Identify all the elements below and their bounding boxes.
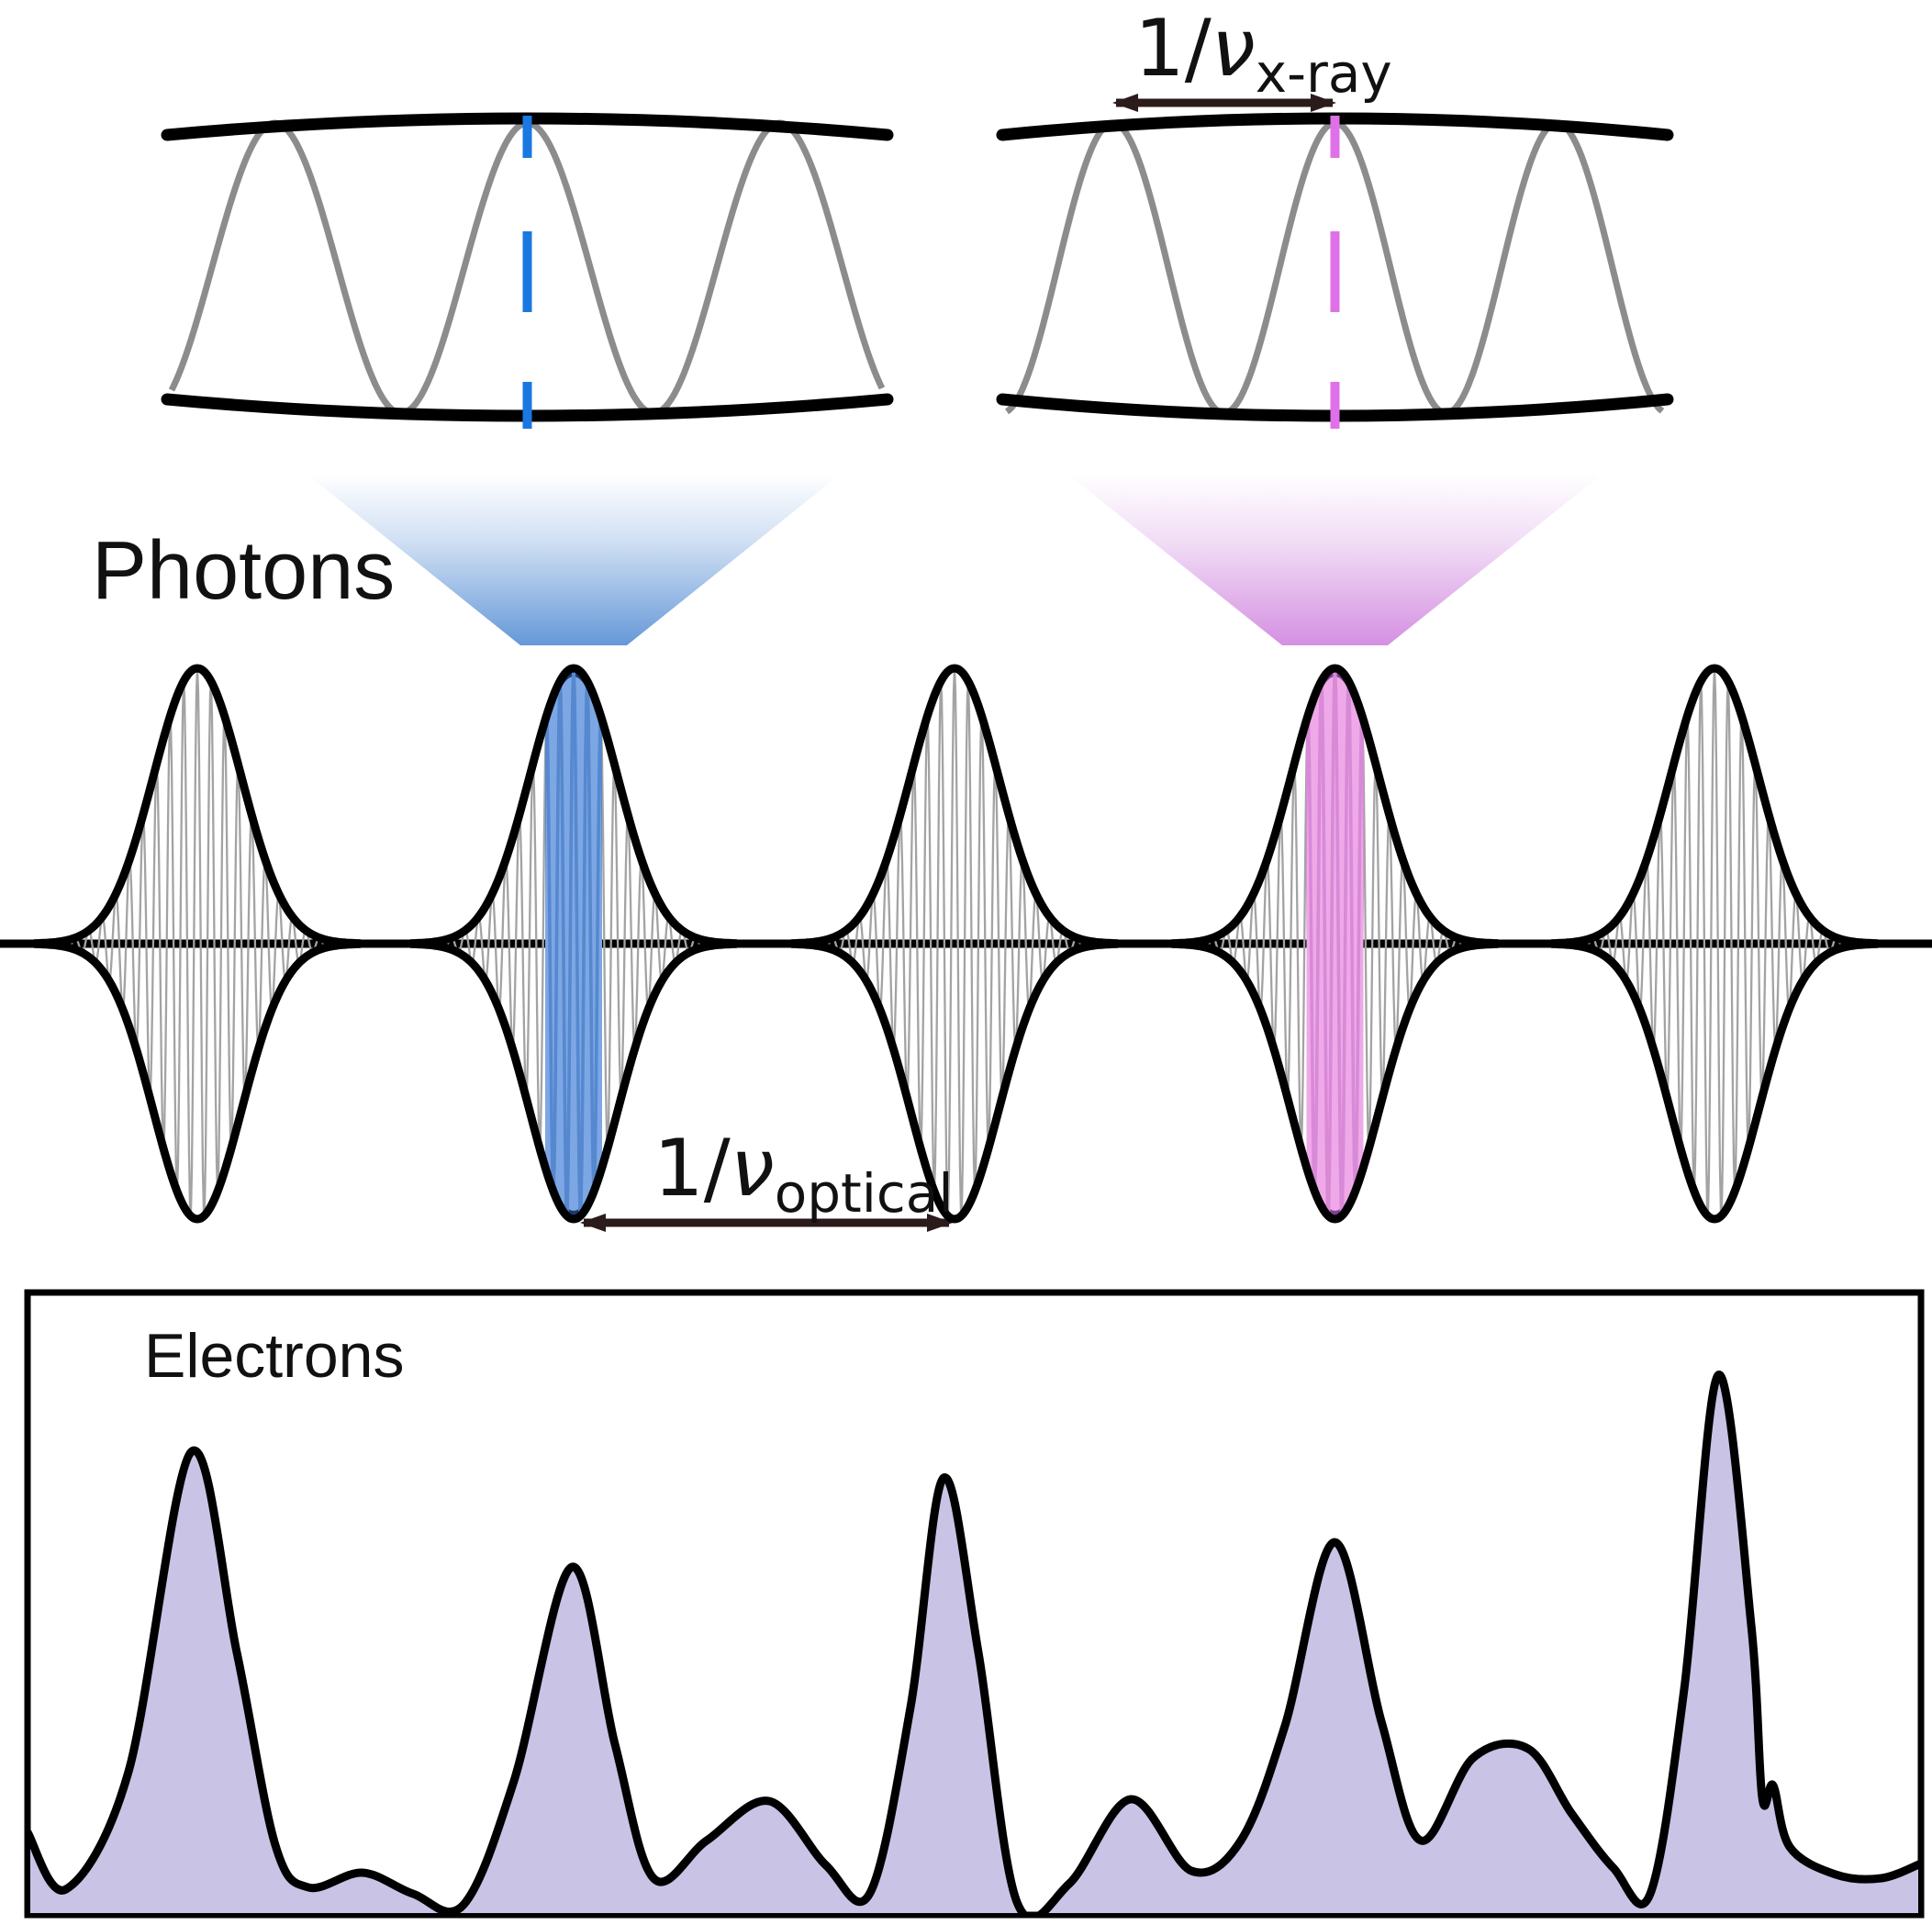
pulse-envelope-top (409, 664, 738, 948)
xray-funnel-beam (1068, 475, 1602, 645)
pulse-envelope-bottom (1550, 939, 1879, 1224)
xray-period-nu: ν (1212, 3, 1256, 95)
optical-period-prefix: 1/ (653, 1123, 731, 1214)
xray-zoom-funnel (1068, 475, 1602, 645)
optical-period-sub: optical (775, 1162, 954, 1225)
photons-label: Photons (92, 525, 395, 617)
optical-zoom-funnel (307, 475, 840, 645)
pulse-envelope-top (33, 664, 362, 948)
photon-pulse-1 (33, 664, 362, 1224)
pulse-envelope-top (1171, 664, 1499, 948)
pulse-envelope-bottom (33, 939, 362, 1224)
pulse-envelope-bottom (1171, 939, 1499, 1224)
pulse-envelope-top (790, 664, 1119, 948)
xray-period-prefix: 1/ (1134, 3, 1212, 95)
pulse-envelope-top (1550, 664, 1879, 948)
optical-period-nu: ν (731, 1123, 775, 1214)
xray-period-label: 1/νx-ray (1134, 3, 1392, 105)
pulse-envelope-bottom (409, 939, 738, 1224)
zoom-panel-xray (996, 112, 1674, 429)
optical-period-label: 1/νoptical (653, 1123, 953, 1225)
photon-pulse-5 (1550, 664, 1879, 1224)
electron-box-group (24, 1289, 1925, 1919)
optical-funnel-beam (307, 475, 840, 645)
xray-period-sub: x-ray (1256, 42, 1392, 105)
electrons-label: Electrons (144, 1321, 404, 1391)
photon-pulse-train (0, 664, 1932, 1224)
photon-pulse-3 (790, 664, 1119, 1224)
pulse-envelope-bottom (790, 939, 1119, 1224)
zoom-panel-optical (161, 112, 894, 429)
photon-pulse-4 (1171, 664, 1499, 1224)
photon-pulse-2 (409, 664, 738, 1224)
electron-curve-line (30, 1371, 1918, 1913)
electron-signal (30, 1371, 1918, 1913)
